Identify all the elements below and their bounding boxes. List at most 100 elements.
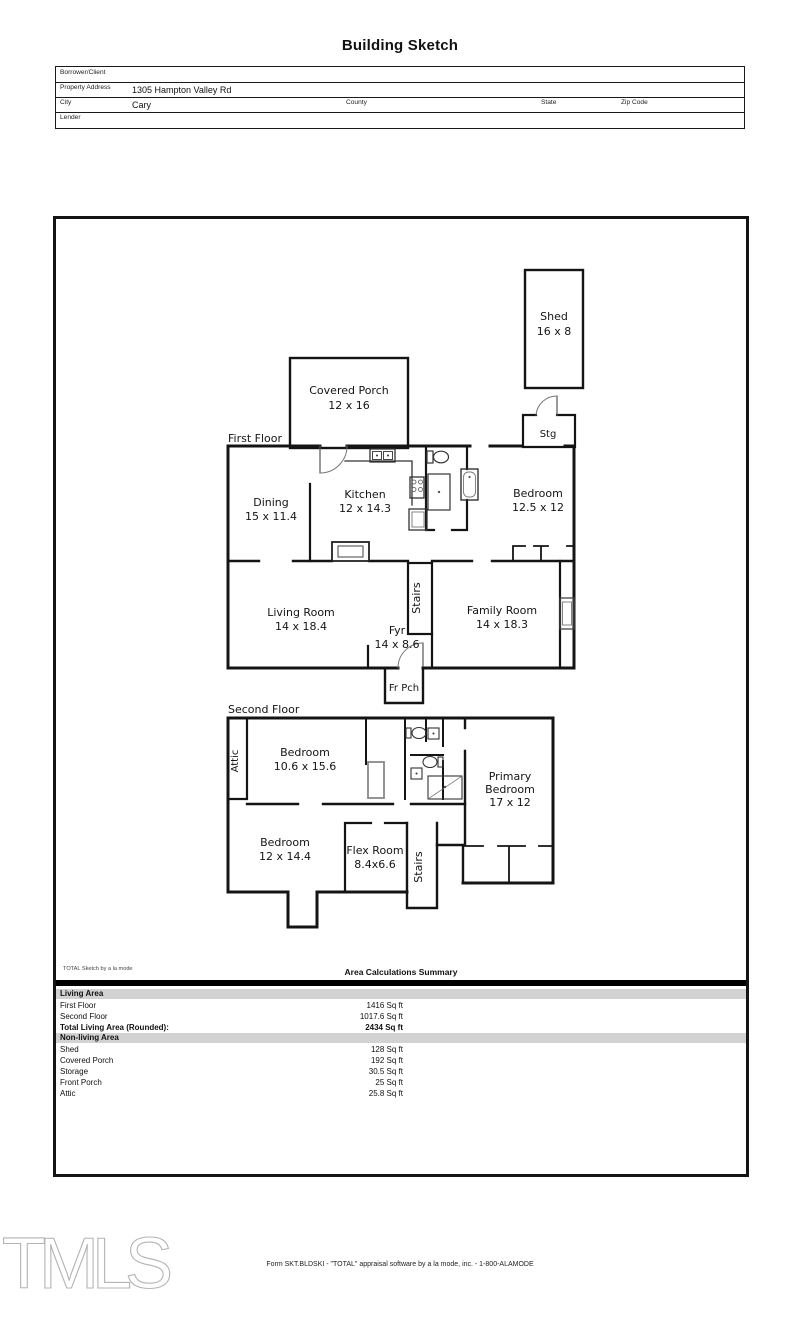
- lender-label: Lender: [60, 113, 81, 121]
- row-label: Front Porch: [60, 1077, 102, 1087]
- row-city-county-state-zip: City Cary County State Zip Code: [56, 97, 744, 113]
- sf-stairs-outline: [405, 821, 439, 910]
- state-label: State: [541, 98, 557, 106]
- page-title: Building Sketch: [341, 37, 459, 54]
- living-area-band: Living Area: [56, 988, 746, 999]
- summary-row: Attic 25.8 Sq ft: [60, 1088, 403, 1099]
- nonliving-area-header: Non-living Area: [60, 1032, 119, 1042]
- sf-sink1: [427, 727, 440, 740]
- row-value: 2434 Sq ft: [365, 1022, 403, 1032]
- front-porch-label: Fr Pch: [389, 683, 419, 694]
- city-value: Cary: [132, 100, 152, 110]
- toilet-bowl: [432, 450, 450, 464]
- flex-room-walls: [343, 821, 409, 894]
- subject-info-table: Borrower/Client Property Address 1305 Ha…: [55, 66, 745, 129]
- borrower-label: Borrower/Client: [60, 68, 106, 76]
- row-value: 25.8 Sq ft: [368, 1088, 403, 1098]
- dining-label: Dining: [253, 496, 289, 509]
- sf-hall-walls: [435, 843, 465, 885]
- attic-walls: [226, 716, 249, 801]
- toilet-tank: [426, 450, 434, 464]
- row-value: 1017.6 Sq ft: [359, 1011, 403, 1021]
- row-label: Covered Porch: [60, 1055, 114, 1065]
- living-room-dims: 14 x 18.4: [275, 620, 327, 633]
- bedroom1-dims: 12.5 x 12: [512, 501, 564, 514]
- stg-label: Stg: [540, 429, 557, 440]
- dining-dims: 15 x 11.4: [245, 510, 297, 523]
- sketch-canvas: Shed 16 x 8 Stg Covered Porch 12 x 16 Fi…: [53, 216, 749, 1177]
- stg-outline: [521, 413, 577, 449]
- row-lender: Lender: [56, 112, 744, 128]
- family-room-dims: 14 x 18.3: [476, 618, 528, 631]
- sf-sink2: [410, 767, 423, 780]
- ff-bath-walls: [424, 444, 469, 532]
- family-room-window-seat: [559, 597, 575, 630]
- summary-divider-bar: [56, 980, 746, 986]
- kitchen-cabinet: [408, 508, 428, 531]
- living-room-label: Living Room: [267, 606, 335, 619]
- summary-row-total: Total Living Area (Rounded): 2434 Sq ft: [60, 1022, 403, 1033]
- tmls-logo: TMLS: [1, 1224, 173, 1304]
- kitchen-label: Kitchen: [344, 488, 385, 501]
- sf-stairs-label: Stairs: [412, 851, 425, 883]
- primary-bedroom-dims: 17 x 12: [489, 796, 531, 809]
- sf-shower: [427, 775, 463, 800]
- ff-stairs-outline: [406, 561, 434, 636]
- fyr-label: Fyr: [389, 624, 406, 637]
- porch-door-arc: [319, 445, 348, 474]
- row-property-address: Property Address 1305 Hampton Valley Rd: [56, 82, 744, 98]
- city-label: City: [60, 98, 72, 106]
- row-value: 1416 Sq ft: [366, 1000, 403, 1010]
- row-value: 192 Sq ft: [370, 1055, 403, 1065]
- summary-row: Storage 30.5 Sq ft: [60, 1066, 403, 1077]
- sf-bath-walls: [365, 717, 444, 800]
- sketch-border: [53, 216, 749, 1177]
- sf-toilet2-tank: [437, 756, 444, 768]
- row-label: Attic: [60, 1088, 76, 1098]
- shed-dims: 16 x 8: [537, 325, 572, 338]
- covered-porch-label: Covered Porch: [309, 384, 389, 397]
- attic-label: Attic: [230, 750, 241, 773]
- bathtub: [460, 468, 479, 501]
- fireplace: [331, 541, 370, 562]
- shed-outline: [523, 268, 585, 390]
- bedroom1-label: Bedroom: [513, 487, 563, 500]
- bathtub-basin: [463, 471, 476, 498]
- primary-bedroom-label2: Bedroom: [485, 783, 535, 796]
- property-address-label: Property Address: [60, 83, 111, 91]
- summary-row: First Floor 1416 Sq ft: [60, 1000, 403, 1011]
- row-label: Storage: [60, 1066, 89, 1076]
- floorplan-walls: [226, 268, 585, 929]
- family-room-label: Family Room: [467, 604, 537, 617]
- row-label: Shed: [60, 1044, 79, 1054]
- row-label: First Floor: [60, 1000, 96, 1010]
- bedroom2-dims: 10.6 x 15.6: [274, 760, 337, 773]
- summary-row: Covered Porch 192 Sq ft: [60, 1055, 403, 1066]
- fyr-walls: [366, 632, 434, 670]
- row-borrower: Borrower/Client: [56, 67, 744, 83]
- shower: [427, 473, 451, 511]
- bedroom2-label: Bedroom: [280, 746, 330, 759]
- ff-bedroom-closet-walls: [512, 545, 575, 562]
- flex-room-label: Flex Room: [346, 844, 403, 857]
- sketch-branding: TOTAL Sketch by a la mode: [63, 966, 133, 972]
- footer-form-line: Form SKT.BLDSKI - "TOTAL" appraisal soft…: [266, 1261, 534, 1268]
- primary-closet-walls: [464, 845, 554, 884]
- zip-label: Zip Code: [621, 98, 648, 106]
- sf-toilet1-tank: [405, 727, 412, 739]
- front-door-arc: [397, 642, 424, 669]
- row-value: 30.5 Sq ft: [368, 1066, 403, 1076]
- covered-porch-outline: [288, 356, 410, 450]
- summary-row: Front Porch 25 Sq ft: [60, 1077, 403, 1088]
- row-value: 25 Sq ft: [375, 1077, 403, 1087]
- bedroom3-dims: 12 x 14.4: [259, 850, 311, 863]
- area-summary-heading: Area Calculations Summary: [344, 967, 458, 977]
- sf-bath-fixtures: [405, 726, 463, 800]
- shed-label: Shed: [540, 310, 568, 323]
- stove: [409, 476, 425, 499]
- row-label: Total Living Area (Rounded):: [60, 1022, 169, 1032]
- nonliving-area-band: Non-living Area: [56, 1032, 746, 1043]
- covered-porch-dims: 12 x 16: [328, 399, 370, 412]
- flex-room-dims: 8.4x6.6: [354, 858, 396, 871]
